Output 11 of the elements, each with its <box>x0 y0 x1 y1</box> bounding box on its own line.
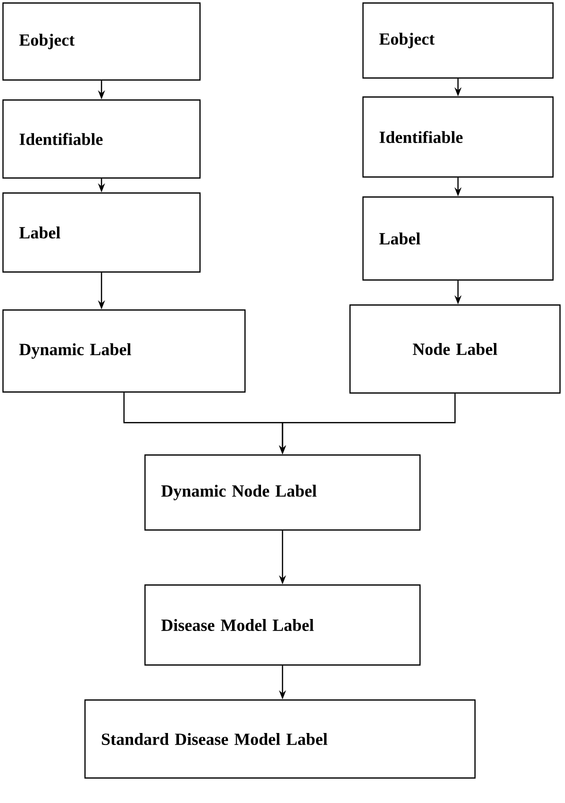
class-box: Eobject <box>2 2 201 81</box>
class-box: Disease Model Label <box>144 584 421 666</box>
class-box: Dynamic Label <box>2 309 246 393</box>
class-box: Label <box>362 196 554 281</box>
class-box: Dynamic Node Label <box>144 454 421 531</box>
class-box: Node Label <box>349 304 561 394</box>
class-box: Standard Disease Model Label <box>84 699 476 779</box>
class-box: Label <box>2 192 201 273</box>
class-box: Identifiable <box>2 99 201 179</box>
class-box: Identifiable <box>362 96 554 178</box>
class-box: Eobject <box>362 2 554 79</box>
